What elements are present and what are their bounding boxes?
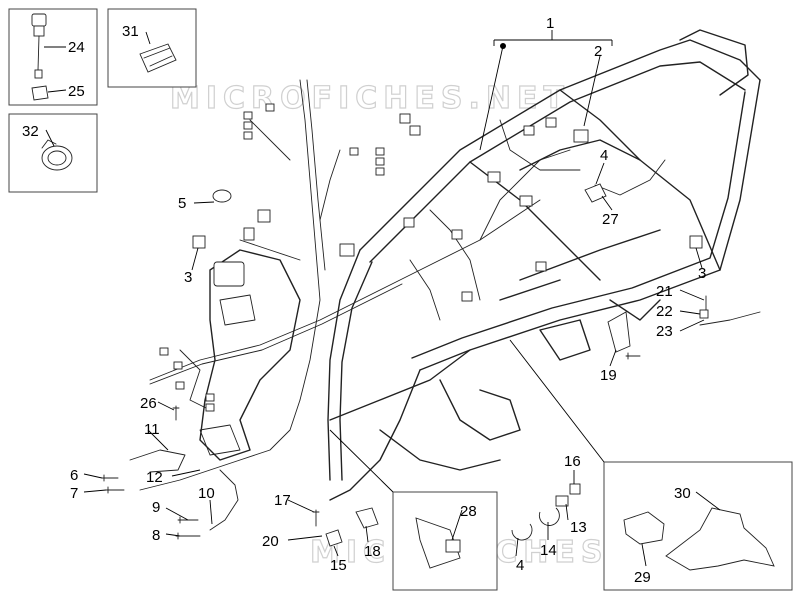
inset-box-31 — [107, 8, 197, 88]
callout-5: 5 — [178, 195, 186, 212]
engine-cluster — [199, 249, 301, 461]
callout-17: 17 — [274, 492, 291, 509]
callout-7: 7 — [70, 485, 78, 502]
callout-4-lower: 4 — [516, 557, 524, 574]
fastener-5-part — [212, 189, 232, 203]
bracket-29-part — [623, 511, 665, 545]
callout-24: 24 — [68, 39, 85, 56]
callout-18: 18 — [364, 543, 381, 560]
callout-12: 12 — [146, 469, 163, 486]
clip-3-right — [689, 235, 703, 249]
connector-24-part — [31, 13, 47, 79]
callout-27: 27 — [602, 211, 619, 228]
scooter-frame — [327, 29, 761, 501]
callout-19: 19 — [600, 367, 617, 384]
callout-9: 9 — [152, 499, 160, 516]
callout-20: 20 — [262, 533, 279, 550]
callout-labels: 1 2 3 3 4 4 5 6 7 8 9 10 11 12 13 14 15 … — [22, 15, 706, 586]
connector-31-part — [139, 43, 177, 73]
callout-21: 21 — [656, 283, 673, 300]
clamp-32-part — [41, 139, 73, 171]
callout-6: 6 — [70, 467, 78, 484]
part-16 — [569, 483, 581, 495]
callout-10: 10 — [198, 485, 215, 502]
inset-box-24-25 — [8, 8, 98, 106]
part-13 — [555, 495, 569, 507]
callout-8: 8 — [152, 527, 160, 544]
wiring-harness — [129, 79, 761, 531]
callout-32: 32 — [22, 123, 39, 140]
callout-22: 22 — [656, 303, 673, 320]
leader-lines — [44, 30, 721, 567]
callout-30: 30 — [674, 485, 691, 502]
shield-30-part — [665, 507, 775, 571]
callout-11: 11 — [144, 421, 160, 438]
callout-23: 23 — [656, 323, 673, 340]
clip-18-part — [355, 507, 379, 529]
ring-14-part — [538, 507, 560, 526]
clip-15-part — [325, 529, 343, 547]
bracket-19-part — [607, 311, 631, 353]
grommet-25-part — [31, 85, 49, 101]
clip-3-left — [192, 235, 206, 249]
ecu-unit — [213, 261, 245, 287]
callout-28: 28 — [460, 503, 477, 520]
watermark-top: MICROFICHES.NET — [170, 81, 570, 116]
callout-29: 29 — [634, 569, 651, 586]
ring-4-lower — [511, 523, 533, 541]
callout-15: 15 — [330, 557, 347, 574]
screws — [101, 295, 707, 540]
callout-2: 2 — [594, 43, 602, 60]
harness-connectors — [159, 103, 709, 547]
ring-4-upper — [584, 183, 607, 203]
nut-22-part — [699, 309, 709, 319]
callout-3-right: 3 — [698, 265, 706, 282]
callout-14: 14 — [540, 542, 557, 559]
callout-13: 13 — [570, 519, 587, 536]
callout-31: 31 — [122, 23, 139, 40]
callout-3-left: 3 — [184, 269, 192, 286]
callout-16: 16 — [564, 453, 581, 470]
callout-1: 1 — [546, 15, 554, 32]
callout-26: 26 — [140, 395, 157, 412]
callout-25: 25 — [68, 83, 85, 100]
bracket-28-part — [415, 517, 461, 569]
callout-4-upper: 4 — [600, 147, 608, 164]
